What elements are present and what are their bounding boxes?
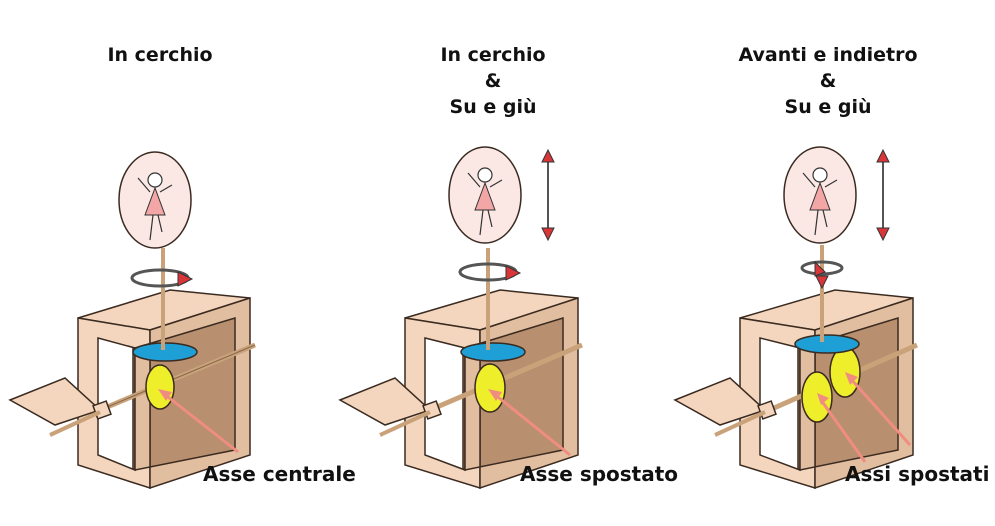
title-line: Avanti e indietro [738,44,918,66]
panel-central-axis: In cerchio Ass [0,0,356,526]
cam-yellow [474,363,506,413]
axle [429,342,583,413]
up-down-arrow [876,148,890,242]
dancer-head [812,167,828,183]
title-line: In cerchio [107,44,213,66]
dancer-head [477,167,493,183]
panel-title: Avanti e indietro & Su e giù [663,42,993,120]
automaton-illustration [8,151,256,490]
title-line: & [484,70,502,92]
title-line: Su e giù [449,96,537,118]
dancer-head [147,172,163,188]
pointer-arrow [162,391,239,454]
caption-offset-axis: Asse spostato [520,462,679,486]
title-line: & [819,70,837,92]
panel-title: In cerchio [0,42,325,68]
disc-blue [460,342,526,362]
panel-offset-axes: Avanti e indietro & Su e giù [665,0,995,526]
dancer-dress [144,186,166,216]
title-line: Su e giù [784,96,872,118]
automaton-illustration [338,146,583,490]
dancer-dress [809,181,831,211]
up-down-arrow [541,148,555,242]
automaton-illustration [673,146,919,490]
disc-blue [794,334,860,354]
pointer-arrow [819,399,867,463]
cam-yellow [145,364,175,410]
rotation-arrow [800,260,844,276]
cam-yellow [801,371,833,423]
dancer-dress [474,181,496,211]
panel-offset-axis: In cerchio & Su e giù Asse spostato [328,0,678,526]
caption-central-axis: Asse centrale [203,462,356,486]
pointer-arrow-second [848,376,912,447]
panel-title: In cerchio & Su e giù [328,42,658,120]
pointer-arrow [492,391,571,457]
title-line: In cerchio [440,44,546,66]
box-side [799,296,914,490]
caption-offset-axes: Assi spostati [845,462,990,486]
